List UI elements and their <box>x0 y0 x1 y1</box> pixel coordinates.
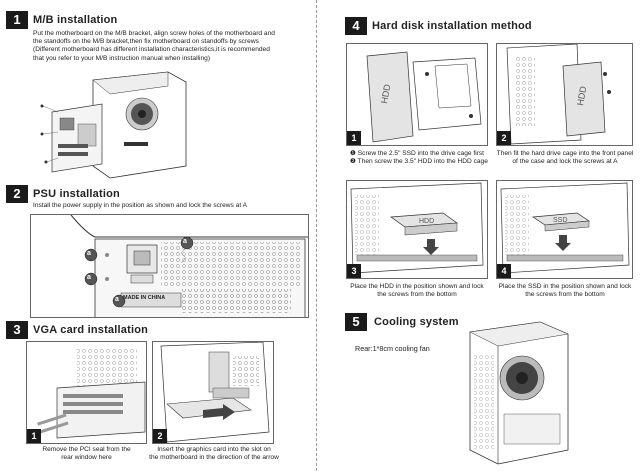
section-3-badge: 3 <box>6 321 28 339</box>
svg-text:HDD: HDD <box>419 218 434 225</box>
hdd-step-2-panel: HDD 2 <box>496 43 633 146</box>
svg-text:HDD: HDD <box>575 85 588 106</box>
svg-text:SSD: SSD <box>553 217 567 224</box>
section-4-badge: 4 <box>345 17 367 35</box>
section-1-text: Put the motherboard on the M/B bracket, … <box>33 30 275 62</box>
mb-illustration <box>40 71 187 179</box>
vga-step-2-number: 2 <box>153 429 167 443</box>
section-2-title: PSU installation <box>33 188 120 200</box>
section-5-title: Cooling system <box>374 316 459 328</box>
hdd-step-2-caption: Then fit the hard drive cage into the fr… <box>496 150 634 166</box>
hdd-step-2-number: 2 <box>497 131 511 145</box>
hdd-step-4-caption: Place the SSD in the position shown and … <box>498 283 632 299</box>
cooling-text: Rear:1*8cm cooling fan <box>355 344 430 353</box>
psu-label-a-1: a <box>87 250 91 257</box>
hdd-step-3-number: 3 <box>347 264 361 278</box>
vga-step-2-panel: 2 <box>152 341 274 444</box>
section-2-text: Install the power supply in the position… <box>33 202 248 209</box>
hdd-step-3-panel: HDD 3 <box>346 180 488 279</box>
hdd-step-4-number: 4 <box>497 264 511 278</box>
hdd-step-1-bullets: ❶ Screw the 2.5" SSD into the drive cage… <box>350 150 488 166</box>
psu-illustration-panel: a a a a MADE IN CHINA <box>30 214 309 318</box>
hdd-step-1-panel: HDD 1 <box>346 43 488 146</box>
hdd-step-3-caption: Place the HDD in the position shown and … <box>350 283 484 299</box>
vga-step-2-caption: Insert the graphics card into the slot o… <box>149 446 279 462</box>
section-4-title: Hard disk installation method <box>372 20 532 32</box>
section-5-badge: 5 <box>345 313 367 331</box>
hdd-label-1: HDD <box>379 83 392 104</box>
hdd-step-1-number: 1 <box>347 131 361 145</box>
section-2-badge: 2 <box>6 185 28 203</box>
psu-label-a-4: a <box>183 238 187 245</box>
section-1-title: M/B installation <box>33 14 118 26</box>
vga-step-1-number: 1 <box>27 429 41 443</box>
section-3-title: VGA card installation <box>33 324 149 336</box>
cooling-illustration <box>469 321 569 465</box>
page-divider <box>316 0 317 471</box>
hdd-step-4-panel: SSD 4 <box>496 180 633 279</box>
vga-step-1-panel: 1 <box>26 341 147 444</box>
psu-label-a-3: a <box>115 296 119 303</box>
section-1-badge: 1 <box>6 11 28 29</box>
psu-made-in-china: MADE IN CHINA <box>123 295 166 301</box>
psu-label-a-2: a <box>87 274 91 281</box>
